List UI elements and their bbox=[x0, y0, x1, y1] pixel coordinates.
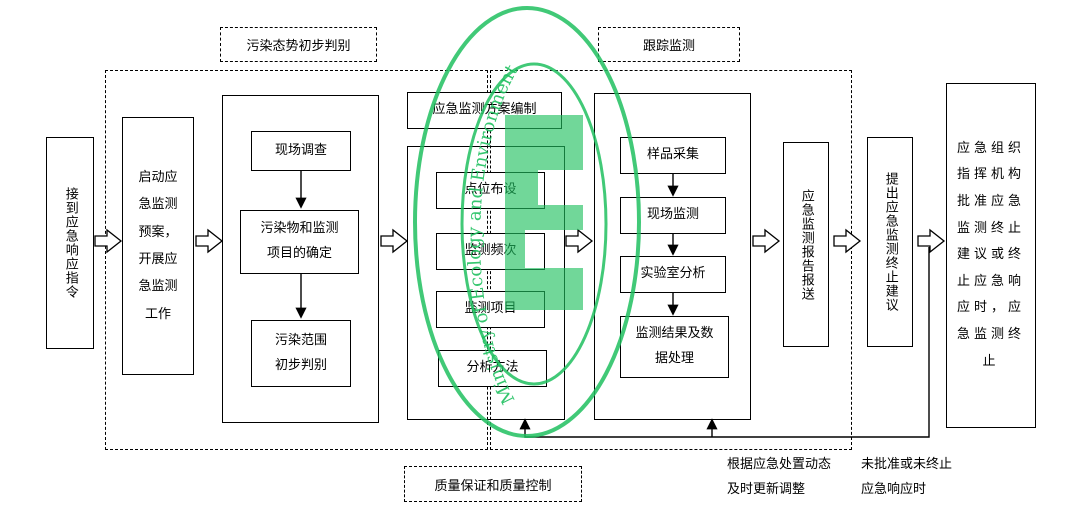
site-survey-box: 现场调查 bbox=[251, 131, 351, 171]
receive-command-box: 接到应急响应指令 bbox=[46, 137, 94, 349]
hollow-arrows bbox=[94, 228, 946, 254]
terminate-suggest-box: 提出应急监测终止建议 bbox=[867, 137, 913, 347]
quality-control-label: 质量保证和质量控制 bbox=[404, 466, 582, 502]
pollutant-determination-box: 污染物和监测项目的确定 bbox=[240, 210, 359, 274]
tracking-monitoring-label: 跟踪监测 bbox=[598, 27, 740, 62]
final-box: 应急组织指挥机构批准应急监测终止建议或终止应急响应时，应急监测终止 bbox=[946, 83, 1036, 428]
start-plan-box: 启动应急监测预案，开展应急监测工作 bbox=[122, 117, 194, 375]
judgement-inner-frame bbox=[222, 95, 379, 423]
result-processing-box: 监测结果及数据处理 bbox=[620, 316, 729, 378]
update-note: 根据应急处置动态及时更新调整 bbox=[727, 457, 832, 497]
pollution-range-box: 污染范围初步判别 bbox=[251, 320, 351, 387]
lab-analysis-box: 实验室分析 bbox=[620, 256, 726, 293]
frequency-box: 监测频次 bbox=[436, 233, 545, 270]
report-submit-box: 应急监测报告报送 bbox=[783, 142, 829, 347]
sampling-box: 样品采集 bbox=[620, 137, 726, 174]
not-approved-note: 未批准或未终止应急响应时 bbox=[861, 457, 953, 497]
seal-mark bbox=[505, 115, 583, 310]
pollution-judgement-label: 污染态势初步判别 bbox=[220, 27, 377, 62]
tracking-inner-frame bbox=[594, 93, 751, 420]
watermark-seal bbox=[413, 6, 641, 438]
